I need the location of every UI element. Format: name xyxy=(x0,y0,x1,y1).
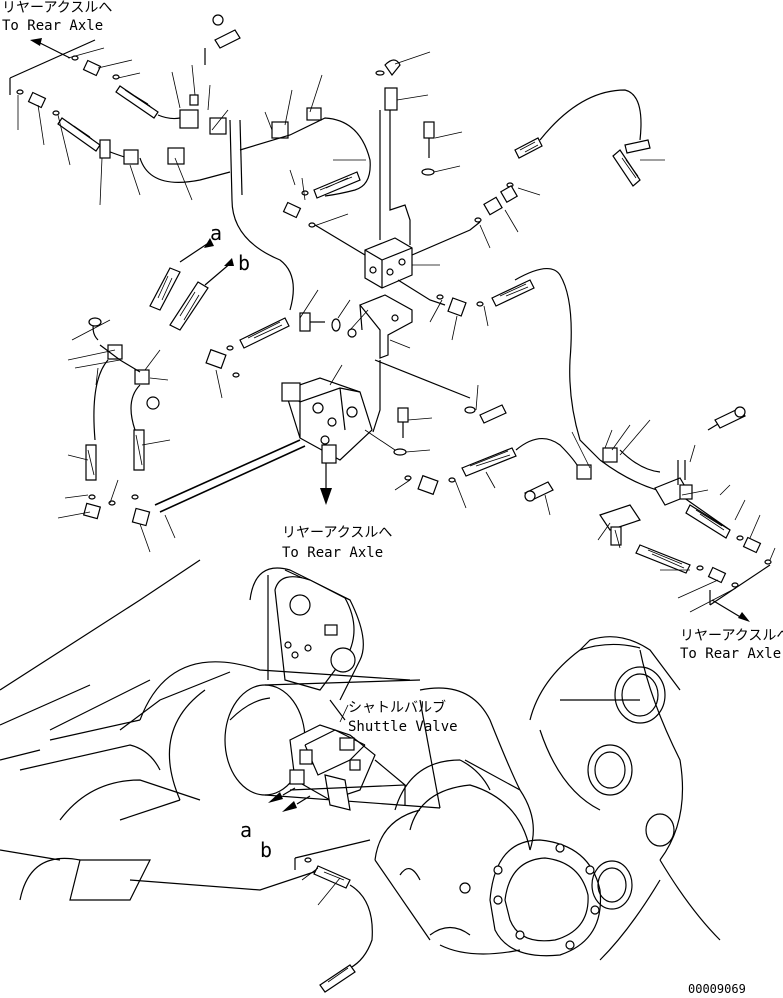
rear-axle-center-jp-label: リヤーアクスルへ xyxy=(282,525,392,541)
port-b-top-label: b xyxy=(238,251,250,275)
port-b-bottom-label: b xyxy=(260,838,272,862)
rear-axle-top-left-en-label: To Rear Axle xyxy=(2,18,103,34)
middle-left-group: a b xyxy=(57,221,306,553)
machine-frame-illustration xyxy=(0,559,721,961)
central-valve-assembly xyxy=(205,289,471,505)
rear-axle-top-left-jp-label: リヤーアクスルへ xyxy=(2,0,112,16)
port-a-bottom-label: a xyxy=(240,818,252,842)
top-center-group xyxy=(239,74,371,228)
rear-axle-right-jp-label: リヤーアクスルへ xyxy=(680,628,783,644)
rear-axle-right-en-label: To Rear Axle xyxy=(680,646,781,662)
top-right-group xyxy=(314,51,665,306)
drawing-number: 00009069 xyxy=(688,982,746,996)
shuttle-valve-en-label: Shuttle Valve xyxy=(348,719,458,735)
rear-axle-center-en-label: To Rear Axle xyxy=(282,545,383,561)
shuttle-valve-assembly: a b xyxy=(240,699,407,993)
top-left-hose-group xyxy=(9,14,294,311)
leader-lines-top-left xyxy=(17,47,229,206)
shuttle-valve-jp-label: シャトルバルブ xyxy=(348,699,446,716)
port-a-top-label: a xyxy=(210,221,222,245)
middle-right-group xyxy=(393,268,776,622)
